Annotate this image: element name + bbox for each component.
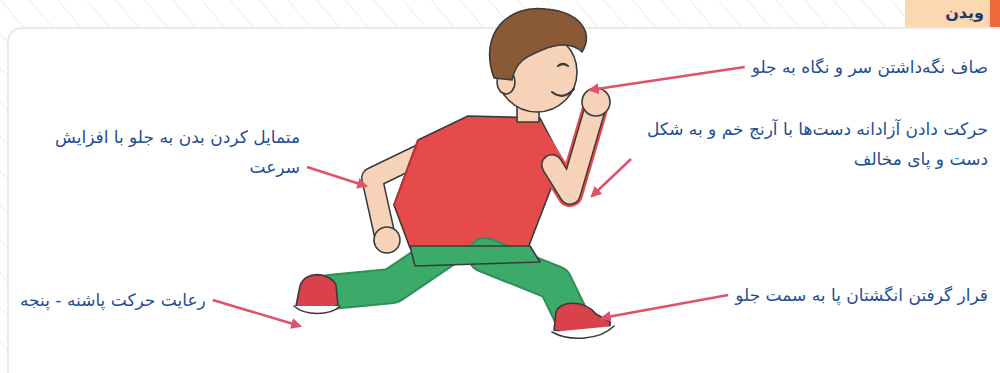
boy-figure [294, 8, 614, 338]
callout-label: رعایت حرکت پاشنه - پنجه [20, 285, 206, 315]
leader-arrow [592, 159, 631, 196]
heading-text: ویدن [945, 1, 984, 25]
leader-arrow [602, 295, 728, 318]
callout-label: قرار گرفتن انگشتان پا به سمت جلو [735, 280, 988, 310]
callout-label: صاف نگه‌داشتن سر و نگاه به جلو [752, 52, 988, 82]
callout-label: حرکت دادن آزادانه دست‌ها با آرنج خم و به… [638, 114, 988, 174]
leader-arrow [307, 167, 366, 186]
leader-arrow [590, 67, 745, 90]
callout-label: متمایل کردن بدن به جلو با افزایش سرعت [20, 122, 300, 182]
heading-band [905, 0, 991, 27]
leader-arrow [213, 300, 300, 326]
heading-bar [990, 0, 1000, 27]
